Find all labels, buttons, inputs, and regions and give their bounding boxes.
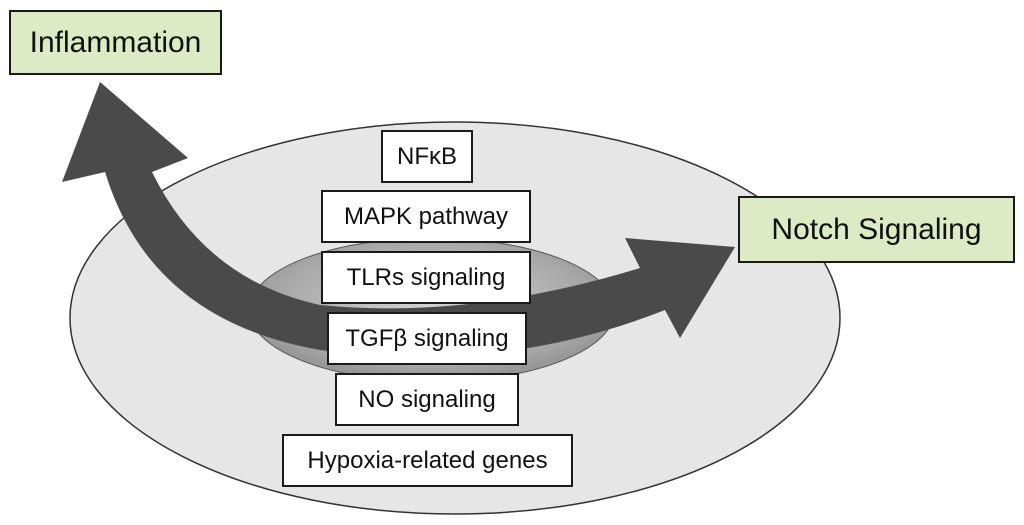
pathway-tlrs-box: TLRs signaling [321, 251, 531, 304]
pathway-nfkb-box: NFκB [381, 130, 473, 183]
pathway-hypoxia-box: Hypoxia-related genes [282, 434, 573, 487]
pathway-no-box: NO signaling [335, 373, 519, 426]
notch-signaling-box: Notch Signaling [738, 196, 1015, 263]
pathway-tgfb-box: TGFβ signaling [327, 312, 527, 365]
curved-arrow [62, 82, 735, 357]
pathway-mapk-box: MAPK pathway [321, 190, 531, 243]
inflammation-box: Inflammation [9, 10, 222, 75]
